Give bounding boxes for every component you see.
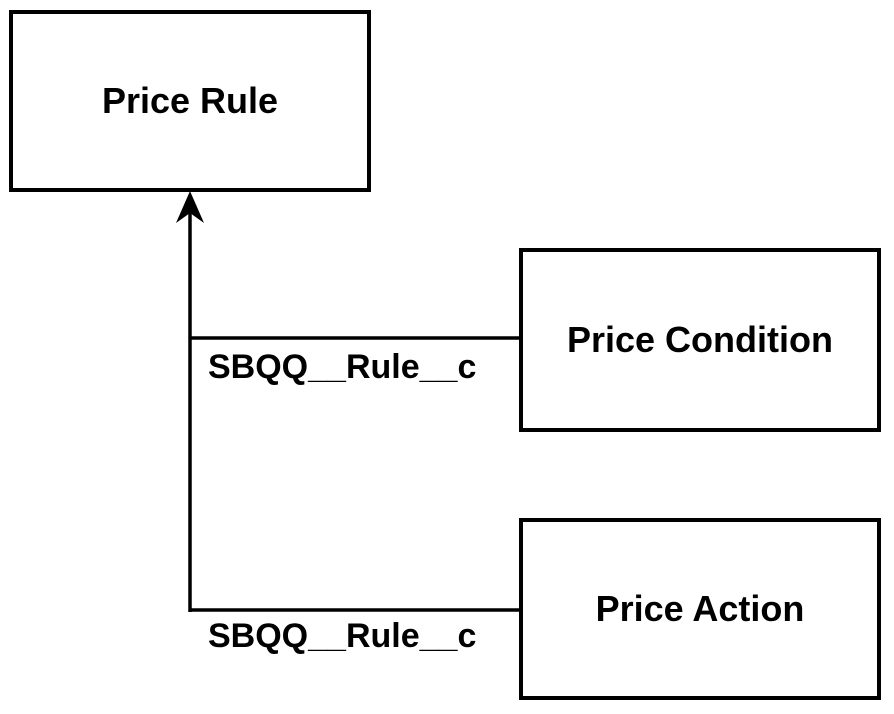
node-price-action: Price Action (519, 518, 881, 700)
node-price-condition: Price Condition (519, 248, 881, 432)
arrowhead-up-icon (176, 191, 204, 223)
node-price-action-label: Price Action (595, 588, 805, 629)
edge-label-price-action-rule: SBQQ__Rule__c (208, 617, 477, 655)
edge-label-price-condition-rule: SBQQ__Rule__c (208, 348, 477, 386)
node-price-condition-label: Price Condition (566, 319, 833, 360)
node-price-rule: Price Rule (9, 10, 371, 192)
node-price-rule-label: Price Rule (101, 80, 279, 121)
